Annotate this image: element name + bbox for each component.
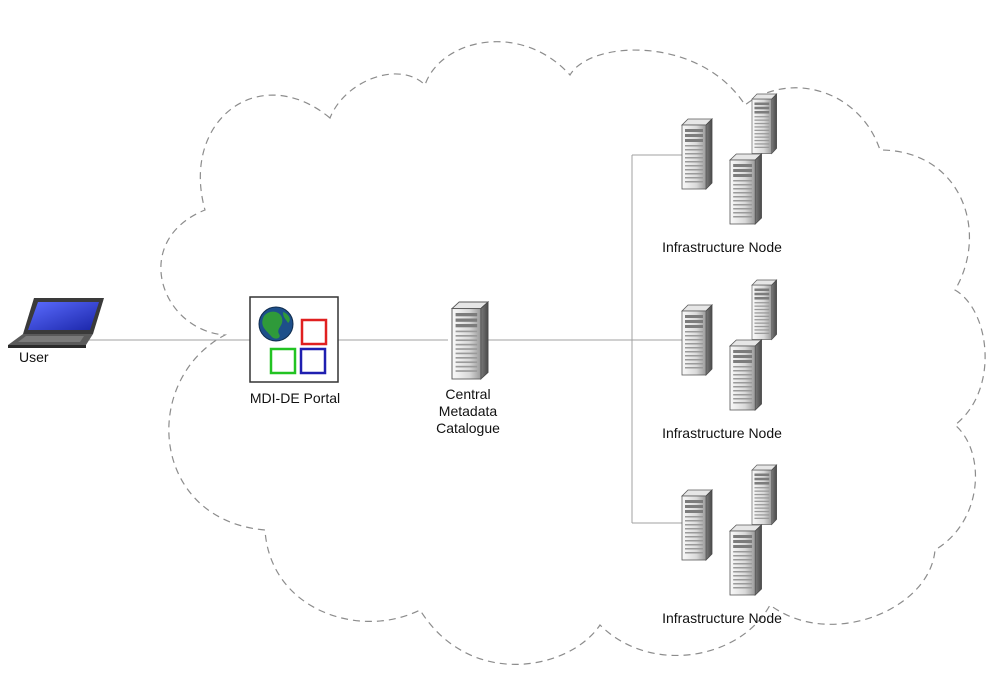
- blue-square-icon: [299, 347, 327, 375]
- laptop-icon: [8, 298, 104, 348]
- user-label: User: [19, 349, 49, 365]
- catalogue-label-line-2: Metadata: [438, 403, 498, 419]
- server-tower-icon: [451, 301, 489, 380]
- server-cluster-icon: [682, 94, 777, 224]
- connector-lines: [85, 154, 682, 524]
- green-square-icon: [269, 347, 297, 375]
- portal-window-icon: [249, 296, 339, 383]
- infrastructure-node-label-2: Infrastructure Node: [662, 425, 782, 441]
- infrastructure-node-label-1: Infrastructure Node: [662, 239, 782, 255]
- portal-label: MDI-DE Portal: [249, 390, 341, 406]
- catalogue-label: Central Metadata Catalogue: [436, 386, 500, 437]
- catalogue-label-line-1: Central: [445, 386, 491, 402]
- infrastructure-node-label-3: Infrastructure Node: [662, 610, 782, 626]
- server-cluster-icon: [682, 465, 777, 595]
- red-square-icon: [300, 318, 328, 346]
- server-cluster-icon: [682, 280, 777, 410]
- cloud-outline: [160, 41, 986, 665]
- catalogue-label-line-3: Catalogue: [436, 420, 500, 436]
- globe-icon: [258, 306, 294, 342]
